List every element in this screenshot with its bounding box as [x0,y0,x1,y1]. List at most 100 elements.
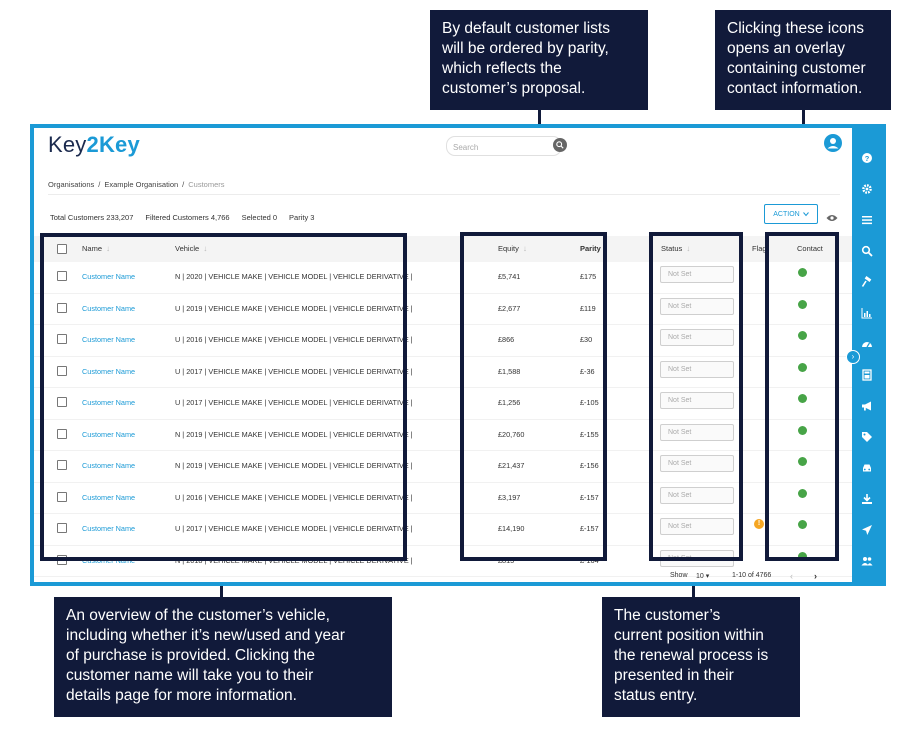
breadcrumb: Organisations/Example Organisation/Custo… [48,180,225,189]
status-select[interactable]: Not Set [660,486,734,504]
send-icon[interactable] [861,524,873,536]
customer-name-link[interactable]: Customer Name [82,303,136,313]
column-header-vehicle[interactable]: Vehicle↓ [175,244,207,253]
status-select[interactable]: Not Set [660,329,734,346]
row-checkbox[interactable] [57,334,67,344]
car-icon[interactable] [861,462,873,474]
sidebar-toggle-button[interactable]: › [846,350,860,364]
highlight-status-column [649,232,743,561]
parity-cell: £30 [580,335,593,344]
users-icon[interactable] [861,555,873,567]
contact-play-icon[interactable] [798,268,807,277]
column-header-parity[interactable]: Parity [580,244,601,253]
row-checkbox[interactable] [57,523,67,533]
page-size-value: 10 [696,573,704,580]
status-select[interactable]: Not Set [660,266,734,283]
search-icon[interactable] [861,245,873,257]
download-icon[interactable] [861,493,873,505]
breadcrumb-separator: / [182,180,185,189]
contact-play-icon[interactable] [798,299,807,309]
highlight-name-vehicle-columns [40,233,407,561]
contact-play-icon[interactable] [798,331,807,340]
select-all-checkbox[interactable] [57,244,67,254]
menu-icon[interactable] [861,214,873,226]
contact-play-icon[interactable] [798,457,807,466]
column-header-flag[interactable]: Flag [752,244,767,253]
contact-play-icon[interactable] [798,394,807,403]
page-size-select[interactable]: 10 ▾ [696,572,709,580]
customer-name-link[interactable]: Customer Name [82,398,136,407]
row-checkbox[interactable] [57,271,67,281]
column-header-label: Status [661,244,683,253]
row-checkbox[interactable] [57,460,67,470]
vehicle-cell: U | 2017 | VEHICLE MAKE | VEHICLE MODEL … [175,524,413,533]
prev-page-button[interactable]: ‹ [790,571,793,581]
row-checkbox[interactable] [57,302,67,313]
column-header-label: Equity [498,244,519,253]
customer-name-link[interactable]: Customer Name [82,524,136,533]
customer-table-body: Customer Name N | 2020 | VEHICLE MAKE | … [34,262,852,577]
user-avatar-button[interactable] [824,134,842,152]
status-select[interactable]: Not Set [660,423,734,441]
megaphone-icon[interactable] [861,400,873,412]
help-icon[interactable]: ? [861,152,873,164]
customer-name-link[interactable]: Customer Name [82,461,136,470]
column-visibility-button[interactable] [826,209,838,227]
callout-line-text: which reflects the [442,60,562,77]
customer-name-link[interactable]: Customer Name [82,492,136,502]
breadcrumb-item-example-organisation[interactable]: Example Organisation [104,180,179,189]
main-content: Key2Key Organisations /Example Organisati… [34,128,852,582]
logo-text: Key [98,132,140,157]
next-page-button[interactable]: › [814,571,817,581]
column-header-label: Name [82,244,103,253]
customer-stats: Total Customers 233,207 Filtered Custome… [50,213,314,222]
row-checkbox[interactable] [57,428,67,439]
sort-arrow-icon: ↓ [106,244,111,253]
status-select[interactable]: Not Set [660,518,734,535]
contact-play-icon[interactable] [798,551,807,561]
status-select[interactable]: Not Set [660,297,734,315]
tag-icon[interactable] [861,431,873,443]
search-button[interactable] [553,138,567,152]
actions-label: ACTION [773,210,800,218]
row-checkbox[interactable] [57,397,67,407]
contact-play-icon[interactable] [798,362,807,372]
vehicle-cell: U | 2016 | VEHICLE MAKE | VEHICLE MODEL … [175,492,413,502]
flag-warning-icon[interactable]: ! [754,519,764,529]
dashboard-icon[interactable] [861,338,873,350]
hammer-icon[interactable] [861,276,873,288]
highlight-contact-column [765,232,839,561]
calculator-icon[interactable] [861,369,873,381]
equity-cell: £2,677 [498,303,521,313]
equity-cell: £866 [498,335,515,344]
search-input[interactable] [447,139,543,156]
column-header-contact: Contact [797,244,823,253]
callout-line-text: status entry. [614,687,698,704]
table-header: Name↓ Vehicle↓ Equity↓ Parity Status↓ Fl… [34,236,852,262]
customer-name-link[interactable]: Customer Name [82,429,136,439]
equity-cell: £20,760 [498,429,525,439]
contact-play-icon[interactable] [798,425,807,435]
row-checkbox[interactable] [57,491,67,502]
customer-name-link[interactable]: Customer Name [82,366,136,376]
actions-dropdown-button[interactable]: ACTION [764,204,818,224]
row-checkbox[interactable] [57,365,67,376]
column-header-equity[interactable]: Equity↓ [498,244,527,253]
sort-arrow-icon: ↓ [203,244,208,253]
settings-icon[interactable] [861,183,873,195]
status-select[interactable]: Not Set [660,392,734,409]
status-select[interactable]: Not Set [660,360,734,378]
key2key-logo[interactable]: Key2Key [48,132,140,158]
status-select[interactable]: Not Set [660,455,734,472]
contact-play-icon[interactable] [798,488,807,498]
bar-chart-icon[interactable] [861,307,873,319]
customer-name-link[interactable]: Customer Name [82,272,136,281]
breadcrumb-item-organisations[interactable]: Organisations [48,180,95,189]
column-header-status[interactable]: Status↓ [661,244,690,253]
callout-line-text: customer’s proposal. [442,80,586,97]
customer-name-link[interactable]: Customer Name [82,335,136,344]
column-header-label: Parity [580,244,601,253]
search-field [446,136,562,156]
column-header-name[interactable]: Name↓ [82,244,110,253]
contact-play-icon[interactable] [798,520,807,529]
